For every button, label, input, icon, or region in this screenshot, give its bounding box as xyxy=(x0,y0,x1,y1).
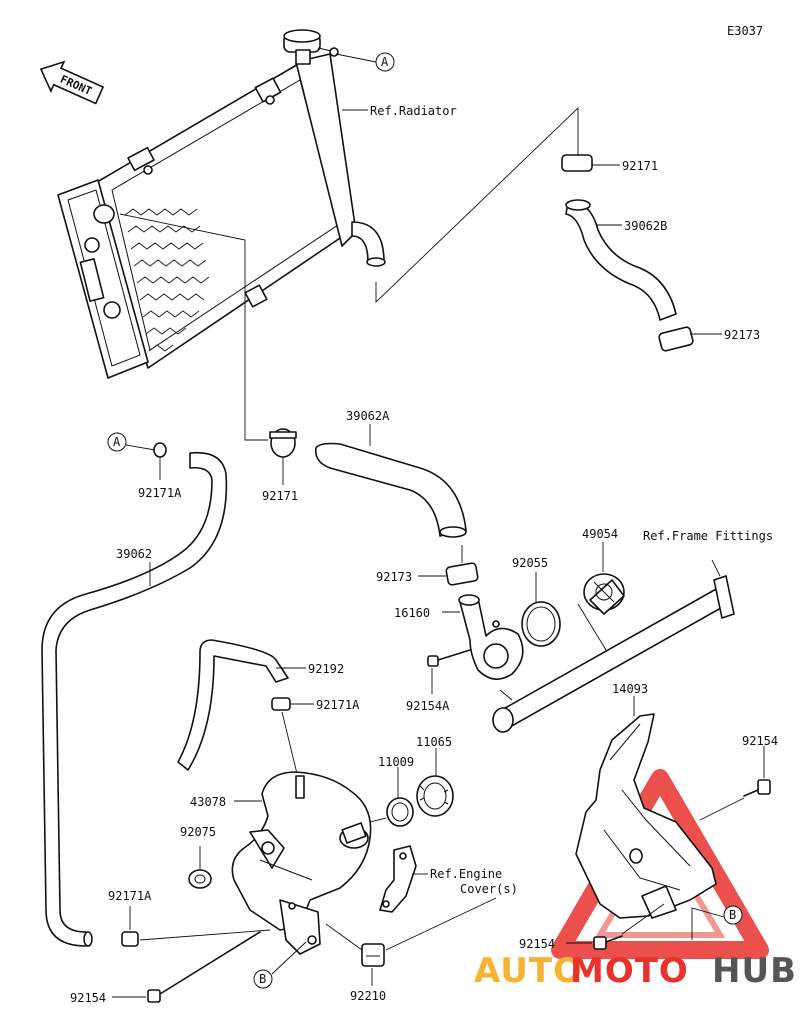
label-49054: 49054 xyxy=(582,527,618,541)
marker-b-right xyxy=(723,905,743,925)
label-92154-lowright: 92154 xyxy=(519,937,555,951)
label-92173-mid: 92173 xyxy=(376,570,412,584)
bolt-92154a xyxy=(427,649,471,667)
label-92171a-low: 92171A xyxy=(108,889,152,903)
label-92075: 92075 xyxy=(180,825,216,839)
svg-text:A: A xyxy=(113,435,121,449)
label-92173-top: 92173 xyxy=(724,328,760,342)
svg-text:A: A xyxy=(381,55,389,69)
label-92171a-top: 92171A xyxy=(138,486,182,500)
ref-radiator-label: Ref.Radiator xyxy=(370,104,457,118)
ref-frame-fittings-label: Ref.Frame Fittings xyxy=(643,529,773,543)
o-ring-92055 xyxy=(521,601,561,647)
label-11009: 11009 xyxy=(378,755,414,769)
clamp-92171a-low xyxy=(121,931,139,947)
grommet-92075 xyxy=(188,869,212,889)
label-92154a: 92154A xyxy=(406,699,450,713)
bolt-92154-right xyxy=(743,779,771,797)
label-92210: 92210 xyxy=(350,989,386,1003)
label-92171-top: 92171 xyxy=(622,159,658,173)
clamp-92173-mid xyxy=(445,562,479,586)
svg-text:B: B xyxy=(259,972,266,986)
ref-engine-label-line1: Ref.Engine xyxy=(430,867,502,881)
label-16160: 16160 xyxy=(394,606,430,620)
ref-engine-label-line2: Cover(s) xyxy=(460,882,518,896)
hose-39062 xyxy=(41,451,228,947)
radiator-assembly xyxy=(57,29,386,379)
marker-a-top xyxy=(375,52,395,72)
clamp-92171a-mid xyxy=(271,697,291,711)
front-arrow-icon: FRONT xyxy=(39,60,105,105)
hose-92192 xyxy=(177,639,289,771)
hose-39062a xyxy=(269,428,467,538)
watermark-auto: AUTO xyxy=(474,951,583,991)
label-43078: 43078 xyxy=(190,795,226,809)
label-92192: 92192 xyxy=(308,662,344,676)
label-92055: 92055 xyxy=(512,556,548,570)
label-14093: 14093 xyxy=(612,682,648,696)
watermark-text: AUTO MOTO HUB xyxy=(474,951,797,991)
cap-11065 xyxy=(416,775,454,817)
radiator-core-fins xyxy=(124,208,210,352)
marker-b-left xyxy=(253,969,273,989)
watermark-hub: HUB xyxy=(712,951,797,991)
label-92171a-mid: 92171A xyxy=(316,698,360,712)
hose-39062b xyxy=(561,154,694,352)
label-92154-lowleft: 92154 xyxy=(70,991,106,1005)
label-92171-mid: 92171 xyxy=(262,489,298,503)
marker-a-left xyxy=(107,432,127,452)
label-11065: 11065 xyxy=(416,735,452,749)
label-39062b: 39062B xyxy=(624,219,667,233)
cover-14093 xyxy=(575,713,717,919)
label-92154-right: 92154 xyxy=(742,734,778,748)
engine-cover-bracket xyxy=(379,845,417,913)
watermark-moto: MOTO xyxy=(570,951,689,991)
frame-fitting-tube xyxy=(492,575,735,733)
thermostat-housing-16160 xyxy=(458,594,524,680)
label-39062a: 39062A xyxy=(346,409,390,423)
diagram-code: E3037 xyxy=(727,24,763,38)
bolt-92154-lowleft xyxy=(147,931,261,1003)
label-39062: 39062 xyxy=(116,547,152,561)
clip-92210 xyxy=(361,943,385,967)
reservoir-tank-43078 xyxy=(231,771,372,955)
svg-text:B: B xyxy=(729,908,736,922)
bolt-92154-lowright xyxy=(593,935,623,950)
seal-11009 xyxy=(386,797,414,827)
thermostat-49054 xyxy=(583,573,625,615)
